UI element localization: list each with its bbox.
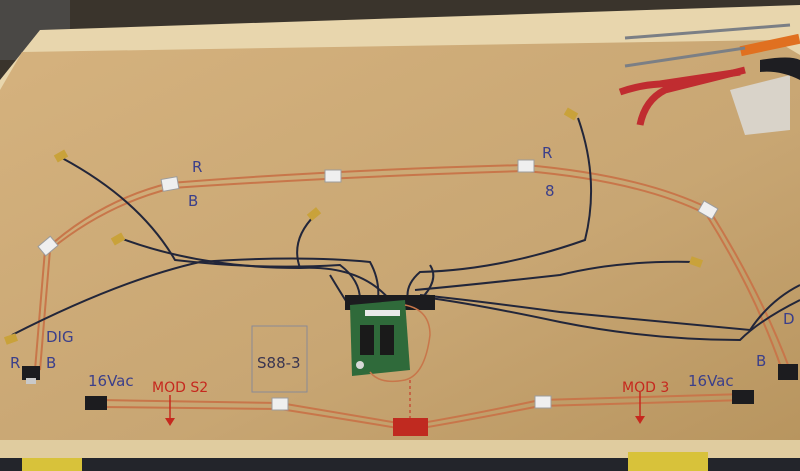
cable-6 bbox=[414, 260, 696, 291]
label-b-right-top: 8 bbox=[545, 182, 555, 200]
yellow-box-right bbox=[628, 452, 708, 471]
connector bbox=[37, 235, 59, 257]
screwdriver-2 bbox=[624, 46, 746, 68]
connector bbox=[534, 395, 552, 409]
pin-plugs bbox=[22, 364, 798, 410]
cable-7 bbox=[419, 284, 800, 332]
terminal bbox=[110, 232, 126, 246]
connector bbox=[324, 169, 342, 183]
spade-terminals bbox=[3, 107, 704, 345]
pliers-handle-2 bbox=[636, 66, 746, 126]
cable-5 bbox=[406, 117, 593, 301]
label-s88-box: S88-3 bbox=[257, 354, 301, 372]
cable-8 bbox=[429, 297, 800, 342]
terminal bbox=[306, 207, 322, 221]
pcb-component bbox=[356, 361, 364, 369]
terminal bbox=[563, 107, 579, 121]
black-cables bbox=[11, 117, 800, 342]
yellow-box-left bbox=[22, 458, 82, 471]
frame-bottom bbox=[0, 440, 800, 460]
label-r-right-top: R bbox=[542, 144, 552, 162]
plug-bottom-right bbox=[732, 390, 754, 404]
floor-strip bbox=[0, 458, 800, 471]
plug-left-pins bbox=[26, 378, 36, 384]
chip bbox=[360, 325, 374, 355]
label-volt-left: 16Vac bbox=[88, 372, 134, 390]
red-block bbox=[393, 418, 428, 436]
label-r-bottom-left: R bbox=[10, 354, 20, 372]
label-d-right-edge: D bbox=[783, 310, 795, 328]
chip bbox=[380, 325, 394, 355]
board-surface bbox=[0, 40, 800, 440]
tools bbox=[618, 23, 800, 135]
circuit-board bbox=[345, 295, 435, 383]
connectors bbox=[37, 159, 719, 411]
arrowhead-left bbox=[165, 418, 175, 426]
pcb-wire bbox=[369, 304, 431, 383]
connector bbox=[160, 176, 180, 192]
label-b-left-top: B bbox=[188, 192, 198, 210]
terminal bbox=[688, 256, 704, 268]
terminal bbox=[53, 149, 69, 163]
rail-top-outer bbox=[44, 163, 791, 371]
rail-left-1 bbox=[34, 249, 46, 371]
red-markers bbox=[165, 380, 645, 436]
cable-black-top bbox=[760, 57, 800, 80]
connector bbox=[517, 159, 535, 173]
plug-left bbox=[22, 366, 40, 380]
connector bbox=[697, 200, 719, 220]
screwdriver bbox=[624, 23, 791, 40]
label-dig: DIG bbox=[46, 328, 74, 346]
rail-left-2 bbox=[39, 249, 51, 371]
label-volt-right: 16Vac bbox=[688, 372, 734, 390]
label-b-bottom-left: B bbox=[46, 354, 56, 372]
rail-top-inner bbox=[49, 169, 783, 371]
plastic-bag bbox=[730, 75, 790, 135]
connector bbox=[271, 397, 289, 411]
label-r-left-top: R bbox=[192, 158, 202, 176]
pliers-handle-1 bbox=[618, 68, 741, 96]
terminal bbox=[3, 333, 19, 345]
arrowhead-right bbox=[635, 416, 645, 424]
plug-bottom-left bbox=[85, 396, 107, 410]
label-mod-left: MOD S2 bbox=[152, 380, 208, 396]
plug-right bbox=[778, 364, 798, 380]
header bbox=[365, 310, 400, 316]
cable-3 bbox=[119, 237, 391, 301]
screwdriver-handle bbox=[739, 33, 800, 57]
label-b-bottom-right: B bbox=[756, 352, 766, 370]
cable-2 bbox=[11, 257, 380, 336]
label-mod-right: MOD 3 bbox=[622, 380, 669, 396]
s88-box-outline bbox=[251, 325, 308, 393]
